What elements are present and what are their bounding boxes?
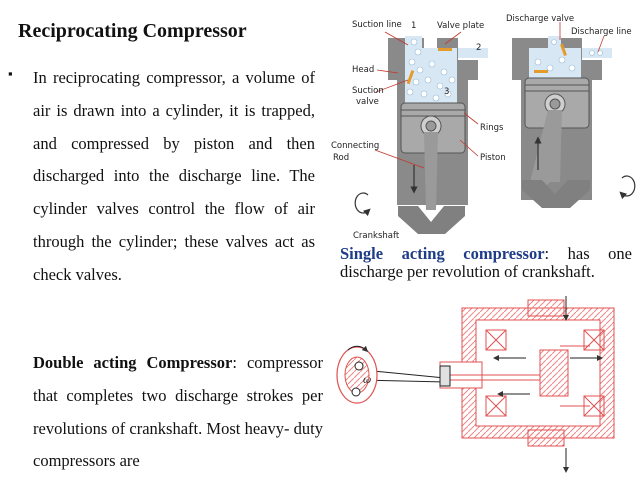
double-acting-diagram — [439, 299, 615, 447]
left-cylinder-diagram — [354, 36, 488, 234]
omega-label: ω — [363, 375, 371, 386]
label-suction-line: Suction line — [352, 20, 402, 30]
crank-wheel: ω — [336, 345, 378, 404]
right-cylinder-diagram — [512, 36, 636, 208]
double-acting-text: : compressor that completes two discharg… — [33, 353, 324, 471]
label-suction-valve-line1: Suction — [352, 86, 384, 96]
double-acting-paragraph: Double acting Compressor: compressor tha… — [33, 347, 323, 478]
label-piston: Piston — [480, 153, 506, 163]
callout-lines — [374, 22, 605, 169]
label-connecting-rod-line2: Rod — [333, 153, 349, 163]
label-connecting-rod-line1: Connecting — [331, 141, 379, 151]
label-num-2: 2 — [476, 43, 481, 53]
label-discharge-valve: Discharge valve — [506, 14, 574, 24]
double-acting-heading: Double acting Compressor — [33, 353, 233, 372]
single-acting-heading: Single acting compressor — [340, 244, 545, 263]
label-valve-plate: Valve plate — [437, 21, 484, 31]
label-suction-valve-line2: valve — [356, 97, 379, 107]
label-rings: Rings — [480, 123, 504, 133]
label-crankshaft: Crankshaft — [353, 231, 400, 241]
slide-title: Reciprocating Compressor — [18, 20, 247, 42]
single-acting-caption: Single acting compressor: has one discha… — [340, 245, 632, 281]
label-num-1: 1 — [411, 21, 416, 31]
label-discharge-line: Discharge line — [571, 27, 632, 37]
intro-paragraph: In reciprocating compressor, a volume of… — [33, 68, 315, 284]
label-num-3: 3 — [444, 87, 449, 97]
single-acting-text: : has one discharge per revolution of cr… — [340, 244, 632, 281]
bullet-icon: ▪ — [8, 66, 13, 81]
label-head: Head — [352, 65, 374, 75]
